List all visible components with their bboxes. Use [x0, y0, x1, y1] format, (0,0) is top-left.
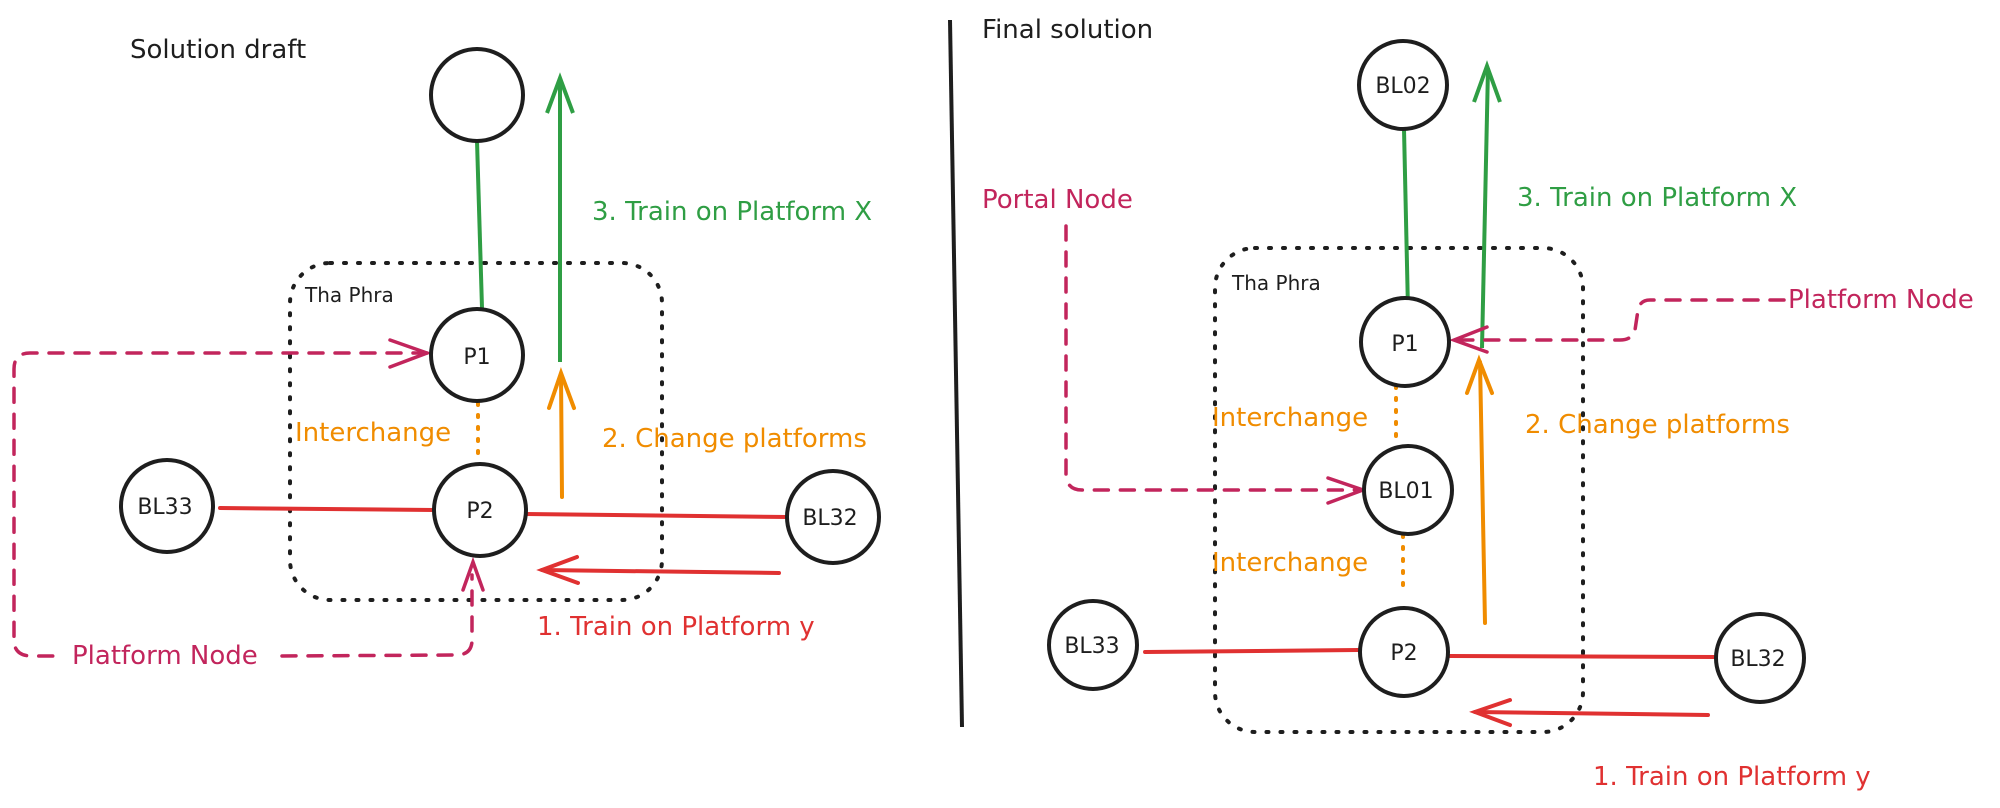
red-line-bl33-p2 — [1143, 648, 1360, 654]
left-panel-title: Solution draft — [130, 35, 306, 65]
node-bl02-label: BL02 — [1375, 74, 1430, 99]
red-line-bl33-p2 — [218, 506, 436, 512]
node-bl32-label: BL32 — [802, 506, 857, 531]
right-panel-title: Final solution — [982, 15, 1153, 45]
node-bl32-label: BL32 — [1730, 647, 1785, 672]
node-bl01[interactable]: BL01 — [1362, 444, 1454, 536]
red-arrow-step1 — [536, 555, 781, 585]
node-p1-label: P1 — [1391, 332, 1418, 357]
step1-label: 1. Train on Platform y — [537, 612, 815, 642]
portal-node-path — [1064, 224, 1364, 492]
platform-node-path — [1454, 298, 1786, 342]
right-panel: Final solution Tha Phra 3. Train on Plat… — [982, 15, 1974, 792]
node-bl33[interactable]: BL33 — [1047, 599, 1139, 691]
green-line-top-p1 — [475, 140, 484, 309]
platform-node-path-right — [280, 573, 474, 658]
node-p2[interactable]: P2 — [432, 462, 528, 558]
platform-node-arrowhead-p1 — [388, 338, 433, 369]
platform-node-label: Platform Node — [1788, 285, 1974, 315]
node-p2-label: P2 — [1390, 641, 1417, 666]
node-top-unlabeled[interactable] — [429, 47, 525, 143]
platform-node-arrowhead-p2 — [461, 556, 485, 592]
node-p2-label: P2 — [466, 499, 493, 524]
interchange-label-1: Interchange — [1212, 403, 1368, 433]
green-arrow-step3 — [545, 72, 575, 362]
tha-phra-area-label: Tha Phra — [304, 283, 394, 307]
tha-phra-area-label: Tha Phra — [1231, 271, 1321, 295]
node-bl33-label: BL33 — [1064, 634, 1119, 659]
panel-divider — [948, 19, 964, 728]
green-line-bl02-p1 — [1402, 128, 1410, 311]
step3-label: 3. Train on Platform X — [592, 197, 872, 227]
red-arrow-step1 — [1469, 698, 1710, 727]
platform-node-label: Platform Node — [72, 641, 258, 671]
node-p2[interactable]: P2 — [1358, 606, 1450, 698]
step3-label: 3. Train on Platform X — [1517, 183, 1797, 213]
node-bl33[interactable]: BL33 — [119, 458, 215, 554]
platform-node-arrowhead — [1449, 325, 1489, 354]
node-p1[interactable]: P1 — [429, 307, 525, 403]
node-bl33-label: BL33 — [137, 495, 192, 520]
step1-label: 1. Train on Platform y — [1593, 762, 1871, 792]
red-line-p2-bl32 — [524, 512, 789, 519]
portal-node-label: Portal Node — [982, 185, 1133, 215]
green-arrow-step3 — [1472, 60, 1502, 349]
interchange-label-2: Interchange — [1212, 548, 1368, 578]
node-bl32[interactable]: BL32 — [1714, 612, 1806, 704]
orange-arrow-step2 — [1465, 354, 1494, 625]
node-p1[interactable]: P1 — [1359, 296, 1451, 388]
node-bl02[interactable]: BL02 — [1357, 39, 1449, 131]
red-line-p2-bl32 — [1448, 654, 1717, 659]
tha-phra-area-box — [1213, 246, 1585, 734]
platform-node-path-left — [12, 351, 429, 658]
left-panel: Solution draft Tha Phra 3. Train on Plat… — [12, 35, 881, 671]
step2-label: 2. Change platforms — [1525, 410, 1790, 440]
node-p1-label: P1 — [463, 345, 490, 370]
orange-arrow-step2 — [547, 367, 576, 499]
interchange-label: Interchange — [295, 418, 451, 448]
node-bl32[interactable]: BL32 — [785, 469, 881, 565]
step2-label: 2. Change platforms — [602, 424, 867, 454]
node-bl01-label: BL01 — [1378, 479, 1433, 504]
